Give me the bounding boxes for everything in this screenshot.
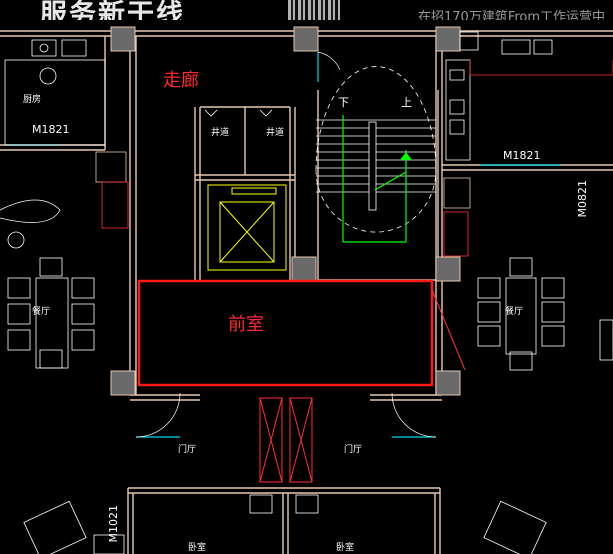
label-stair-down: 下 [338, 96, 349, 109]
label-hall-left: 门厅 [178, 445, 197, 455]
shafts [204, 109, 273, 117]
label-kitchen: 厨房 [23, 95, 42, 105]
label-bottom-left: 卧室 [188, 543, 207, 553]
bottom-fixtures [259, 289, 466, 483]
label-shaft-left: 井道 [211, 128, 230, 138]
label-bottom-right: 卧室 [336, 543, 355, 553]
right-furniture [443, 31, 613, 371]
label-stair-up: 上 [401, 96, 412, 109]
left-furniture [0, 39, 129, 369]
label-hall-right: 门厅 [344, 445, 363, 455]
label-door-m0821-right: M0821 [576, 180, 589, 218]
doors [8, 51, 560, 438]
label-door-m1821-right: M1821 [503, 149, 541, 162]
stairwell [315, 66, 437, 243]
label-shaft-right: 井道 [266, 128, 285, 138]
label-corridor: 走廊 [163, 70, 199, 91]
structural-walls [0, 30, 613, 554]
label-door-m1021-bottom: M1021 [107, 505, 120, 543]
elevator [207, 184, 287, 271]
structural-columns [110, 26, 461, 396]
label-dining-left: 餐厅 [32, 307, 51, 317]
bottom-furniture [23, 494, 547, 554]
label-dining-right: 餐厅 [505, 307, 524, 317]
front-room-highlight [137, 279, 434, 387]
label-front-room: 前室 [228, 314, 264, 335]
label-door-m1821-left: M1821 [32, 123, 70, 136]
